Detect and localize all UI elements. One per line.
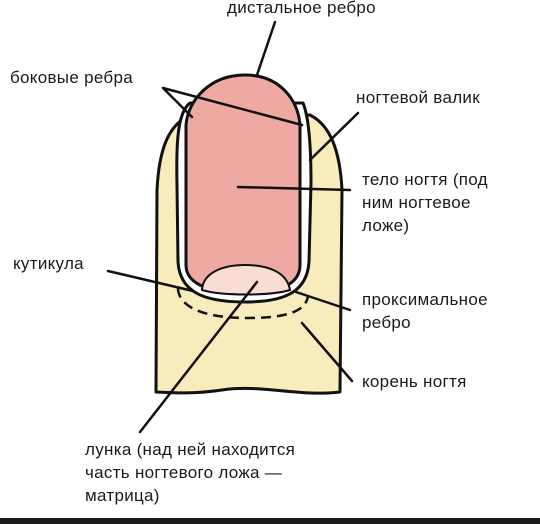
lunula-shape [200, 263, 292, 296]
label-cuticle: кутикула [13, 254, 84, 273]
leader-distal-edge [255, 20, 277, 77]
leader-lines [106, 20, 360, 434]
leader-proximal-edge [294, 290, 352, 312]
label-lunula: лунка (над ней находится часть ногтевого… [85, 440, 296, 505]
label-distal-edge: дистальное ребро [227, 0, 376, 17]
label-nail-root: корень ногтя [362, 372, 467, 391]
bottom-border [0, 518, 540, 524]
label-nail-body: тело ногтя (под ним ногтевое ложе) [362, 170, 488, 235]
nail-root-outline [176, 287, 310, 320]
leader-cuticle [106, 269, 195, 293]
leader-nail-fold [308, 111, 360, 162]
leader-lunula [138, 280, 259, 434]
leader-nail-body [236, 185, 352, 192]
leader-lateral-edge-right [161, 86, 304, 127]
leader-lateral-edge-left [161, 86, 194, 119]
nail-plate [184, 73, 302, 295]
label-proximal-edge: проксимальное ребро [362, 290, 488, 332]
label-nail-fold: ногтевой валик [356, 88, 480, 107]
label-lateral-edges: боковые ребра [10, 68, 133, 87]
leader-nail-root [300, 321, 354, 383]
